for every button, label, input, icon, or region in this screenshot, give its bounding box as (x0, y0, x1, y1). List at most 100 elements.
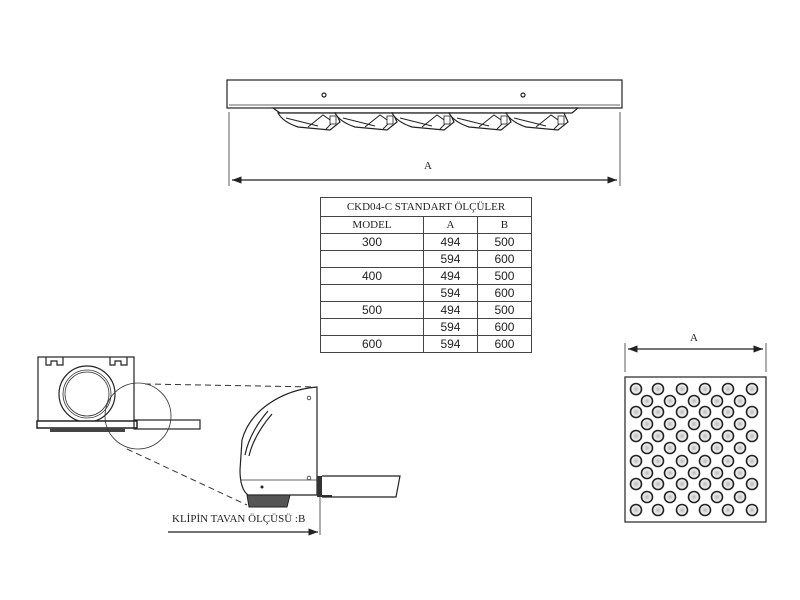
louver-row (276, 112, 569, 131)
nozzle-icon (698, 382, 712, 396)
nozzle-icon (687, 417, 701, 431)
nozzle-icon (640, 466, 654, 480)
nozzle-icon (675, 405, 689, 419)
nozzle-icon (733, 490, 747, 504)
nozzle-icon (675, 477, 689, 491)
ceiling-panel (133, 419, 201, 430)
nozzle-icon (745, 429, 759, 443)
cell-b: 600 (476, 284, 533, 302)
end-housing (37, 356, 135, 423)
nozzle-icon (721, 477, 735, 491)
header-a: A (422, 216, 478, 234)
cell-b: 500 (476, 233, 533, 251)
nozzle-icon (629, 405, 643, 419)
cell-a: 594 (422, 284, 478, 302)
nozzle-icon (663, 466, 677, 480)
nozzle-icon (710, 394, 724, 408)
nozzle-icon (663, 441, 677, 455)
nozzle-icon (721, 503, 735, 517)
cell-a: 594 (422, 318, 478, 336)
cell-b: 600 (476, 335, 533, 353)
nozzle-icon (651, 405, 665, 419)
nozzle-icon (698, 454, 712, 468)
cell-model (320, 284, 424, 302)
unit-housing (226, 79, 623, 109)
nozzle-icon (721, 454, 735, 468)
cell-model: 400 (320, 267, 424, 285)
nozzle-grid (629, 382, 759, 517)
end-view (36, 356, 318, 506)
nozzle-icon (745, 477, 759, 491)
table-title: CKD04-C STANDART ÖLÇÜLER (320, 197, 532, 217)
cell-a: 594 (422, 335, 478, 353)
nozzle-icon (663, 394, 677, 408)
nozzle-icon (733, 466, 747, 480)
screw-icon (520, 92, 526, 98)
louver-nozzle (390, 112, 455, 131)
nozzle-icon (651, 454, 665, 468)
louver-nozzle (333, 112, 398, 131)
cell-a: 494 (422, 301, 478, 319)
screw-icon (321, 92, 327, 98)
header-b: B (476, 216, 533, 234)
cell-b: 500 (476, 301, 533, 319)
table-header-row: MODEL A B (320, 216, 533, 234)
cell-a: 494 (422, 267, 478, 285)
nozzle-icon (721, 382, 735, 396)
top-elevation-view: A (226, 79, 623, 186)
grille-dimension-label-a: A (690, 332, 698, 344)
nozzle-icon (629, 503, 643, 517)
nozzle-icon (733, 417, 747, 431)
dimension-label-a: A (424, 160, 432, 172)
cell-model: 600 (320, 335, 424, 353)
nozzle-icon (733, 394, 747, 408)
header-model: MODEL (320, 216, 424, 234)
nozzle-icon (733, 441, 747, 455)
nozzle-icon (640, 394, 654, 408)
clip-ceiling-dimension-label: KLİPİN TAVAN ÖLÇÜSÜ :B (172, 513, 305, 525)
nozzle-icon (687, 490, 701, 504)
grille-plan-view: A (624, 332, 767, 523)
nozzle-icon (629, 454, 643, 468)
nozzle-icon (698, 405, 712, 419)
nozzle-icon (651, 503, 665, 517)
nozzle-icon (745, 454, 759, 468)
nozzle-icon (698, 429, 712, 443)
cell-model: 300 (320, 233, 424, 251)
nozzle-icon (629, 382, 643, 396)
louver-nozzle (276, 112, 341, 131)
cell-model (320, 318, 424, 336)
nozzle-icon (698, 503, 712, 517)
cell-b: 500 (476, 267, 533, 285)
nozzle-icon (651, 429, 665, 443)
nozzle-icon (710, 417, 724, 431)
nozzle-icon (721, 405, 735, 419)
detail-circle (104, 382, 172, 450)
nozzle-icon (698, 477, 712, 491)
nozzle-icon (675, 454, 689, 468)
nozzle-icon (687, 466, 701, 480)
cell-b: 600 (476, 250, 533, 268)
nozzle-icon (629, 429, 643, 443)
nozzle-icon (745, 503, 759, 517)
nozzle-icon (687, 394, 701, 408)
cell-model (320, 250, 424, 268)
nozzle-icon (710, 466, 724, 480)
nozzle-icon (745, 405, 759, 419)
nozzle-icon (745, 382, 759, 396)
nozzle-icon (675, 382, 689, 396)
nozzle-icon (651, 382, 665, 396)
nozzle-icon (640, 441, 654, 455)
nozzle-icon (710, 441, 724, 455)
louver-nozzle (504, 112, 569, 131)
nozzle-icon (663, 490, 677, 504)
louver-nozzle (447, 112, 512, 131)
cell-a: 494 (422, 233, 478, 251)
